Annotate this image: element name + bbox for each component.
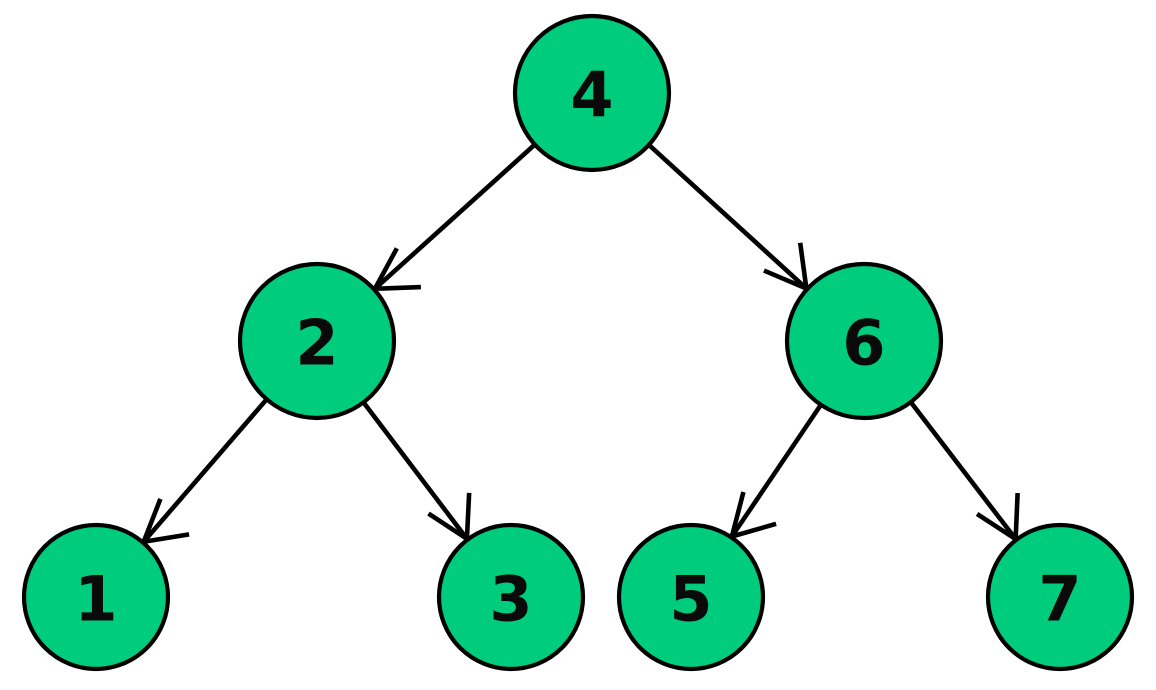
arrowhead-barb xyxy=(374,284,421,292)
arrowhead-barb xyxy=(1013,492,1020,540)
tree-node-5[interactable]: 5 xyxy=(616,522,766,672)
tree-node-6[interactable]: 6 xyxy=(784,261,944,421)
tree-edge xyxy=(141,398,268,545)
node-circle[interactable] xyxy=(985,522,1135,672)
tree-node-2[interactable]: 2 xyxy=(237,261,397,421)
node-circle[interactable] xyxy=(436,522,586,672)
node-label: 1 xyxy=(74,563,117,636)
arrowhead-barb xyxy=(731,521,777,539)
nodes-layer: 4 2 6 1 3 5 7 xyxy=(21,13,1135,672)
arrowhead-barb xyxy=(427,511,469,541)
node-label: 5 xyxy=(669,563,712,636)
node-circle[interactable] xyxy=(512,13,672,173)
arrowhead-barb xyxy=(975,512,1017,541)
tree-node-1[interactable]: 1 xyxy=(21,522,171,672)
tree-edge xyxy=(362,401,472,541)
arrowhead-barb xyxy=(763,268,808,291)
arrowhead-barb xyxy=(372,247,399,290)
tree-node-7[interactable]: 7 xyxy=(985,522,1135,672)
arrowhead-barb xyxy=(141,498,163,543)
edges-layer xyxy=(141,143,1020,545)
node-label: 7 xyxy=(1038,563,1081,636)
tree-node-4[interactable]: 4 xyxy=(512,13,672,173)
arrowhead-barb xyxy=(143,532,190,545)
node-circle[interactable] xyxy=(237,261,397,421)
node-circle[interactable] xyxy=(616,522,766,672)
node-label: 3 xyxy=(489,563,532,636)
tree-edge xyxy=(909,401,1020,541)
node-label: 2 xyxy=(295,307,338,380)
tree-edge xyxy=(729,404,823,539)
node-label: 6 xyxy=(842,307,885,380)
tree-edge xyxy=(648,143,809,291)
tree-node-3[interactable]: 3 xyxy=(436,522,586,672)
node-circle[interactable] xyxy=(784,261,944,421)
node-label: 4 xyxy=(570,59,613,132)
arrowhead-barb xyxy=(797,242,809,289)
node-circle[interactable] xyxy=(21,522,171,672)
arrowhead-barb xyxy=(729,491,746,538)
arrowhead-barb xyxy=(464,492,472,539)
tree-edge xyxy=(372,143,536,292)
